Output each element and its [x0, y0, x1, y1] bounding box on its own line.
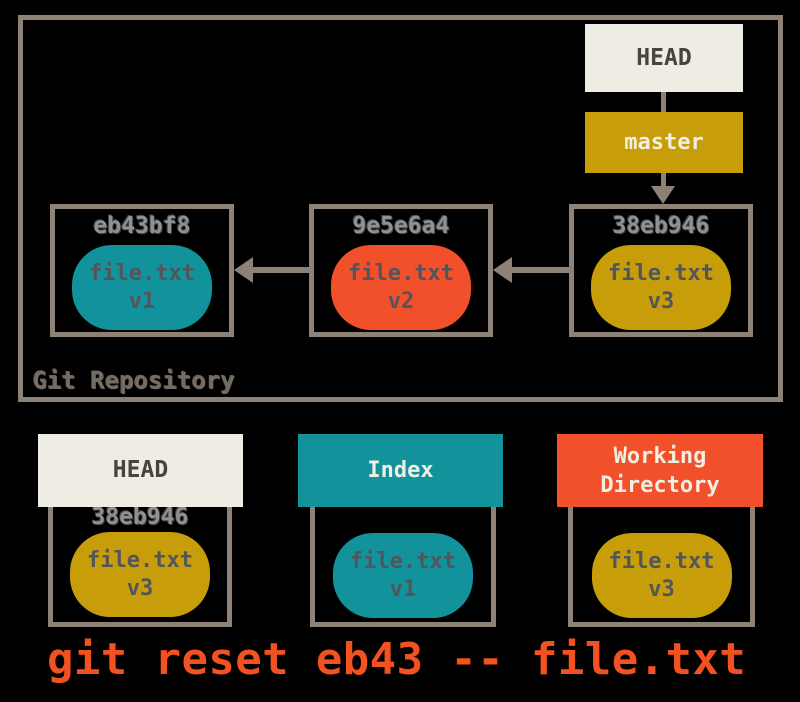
- area-box-working-directory: file.txt v3: [568, 500, 755, 627]
- commit-hash-label: 38eb946: [612, 213, 710, 239]
- head-pointer-box: HEAD: [585, 24, 743, 92]
- head-to-master-connector: [661, 91, 666, 113]
- git-repository-box: Git Repository: [18, 15, 783, 402]
- master-branch-box: master: [585, 112, 743, 173]
- area-header-head: HEAD: [38, 434, 243, 507]
- file-snapshot-bubble: file.txt v1: [72, 245, 212, 330]
- file-name: file.txt: [89, 260, 195, 286]
- file-name: file.txt: [348, 260, 454, 286]
- git-command-text: git reset eb43 -- file.txt: [47, 634, 747, 685]
- commit-box-9e5e6a4: 9e5e6a4 file.txt v2: [309, 204, 493, 337]
- area-box-head: 38eb946 file.txt v3: [48, 500, 232, 627]
- file-snapshot-bubble: file.txt v3: [591, 245, 731, 330]
- file-snapshot-bubble: file.txt v3: [591, 533, 732, 618]
- commit-hash-label: 9e5e6a4: [352, 213, 450, 239]
- file-version: v2: [387, 288, 415, 314]
- file-snapshot-bubble: file.txt v1: [333, 533, 473, 618]
- master-to-commit-arrow-line: [661, 172, 666, 188]
- file-version: v3: [648, 576, 675, 602]
- arrow-commit2-to-commit1-head-icon: [234, 257, 253, 283]
- commit-hash-label: 38eb946: [91, 504, 189, 530]
- file-name: file.txt: [87, 547, 193, 573]
- file-version: v3: [126, 575, 154, 601]
- arrow-commit3-to-commit2-line: [511, 267, 569, 273]
- arrow-commit3-to-commit2-head-icon: [493, 257, 512, 283]
- commit-hash-label: eb43bf8: [93, 213, 191, 239]
- area-header-working-directory: Working Directory: [557, 434, 763, 507]
- master-to-commit-arrow-head-icon: [651, 186, 675, 204]
- file-name: file.txt: [608, 548, 715, 574]
- area-box-index: file.txt v1: [310, 500, 496, 627]
- file-name: file.txt: [608, 260, 714, 286]
- file-snapshot-bubble: file.txt v3: [70, 532, 210, 617]
- git-repository-label: Git Repository: [33, 367, 236, 395]
- file-version: v1: [389, 576, 417, 602]
- file-name: file.txt: [350, 548, 456, 574]
- commit-box-38eb946: 38eb946 file.txt v3: [569, 204, 753, 337]
- arrow-commit2-to-commit1-line: [252, 267, 309, 273]
- area-header-index: Index: [298, 434, 503, 507]
- commit-box-eb43bf8: eb43bf8 file.txt v1: [50, 204, 234, 337]
- file-version: v3: [647, 288, 675, 314]
- file-version: v1: [128, 288, 156, 314]
- file-snapshot-bubble: file.txt v2: [331, 245, 471, 330]
